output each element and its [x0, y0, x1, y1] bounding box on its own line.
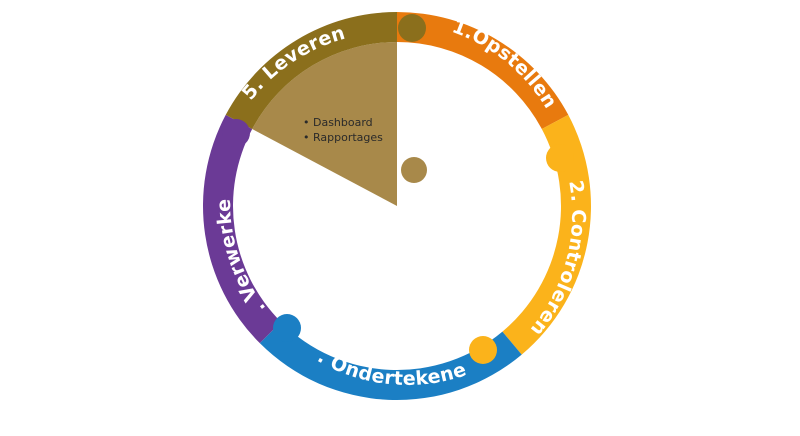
detail-item-dashboard: • Dashboard: [303, 116, 373, 129]
segment-ondertekenen: [259, 321, 522, 400]
segment-verwerken: [203, 114, 282, 344]
puzzle-knob-leveren-opstellen: [398, 14, 426, 42]
segment-leveren: [225, 12, 397, 130]
puzzle-knob-verwerken-leveren: [222, 119, 250, 147]
puzzle-knob-ondertekenen-verwerken: [273, 314, 301, 342]
detail-puzzle-knob: [401, 157, 427, 183]
puzzle-knob-controleren-ondertekenen: [469, 336, 497, 364]
leveren-detail-wedge: [252, 42, 397, 206]
segment-controleren: [502, 114, 591, 355]
label-ondertekenen: 3. Ondertekenen: [0, 0, 469, 390]
segment-opstellen: [397, 12, 569, 130]
detail-item-rapportages: • Rapportages: [303, 131, 383, 144]
puzzle-knob-opstellen-controleren: [546, 144, 574, 172]
